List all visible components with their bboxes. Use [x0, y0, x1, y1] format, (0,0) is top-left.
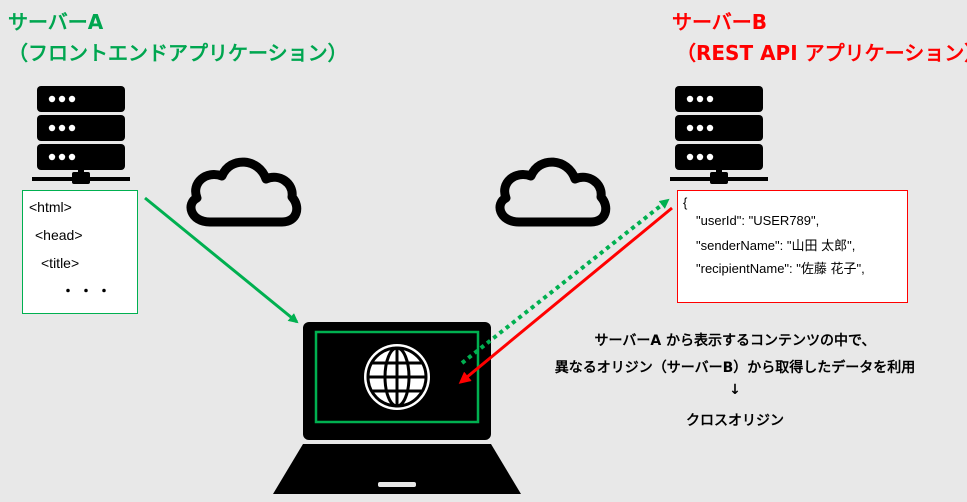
code-line: "userId": "USER789", — [696, 213, 820, 228]
description-line-2: 異なるオリジン（サーバーB）から取得したデータを利用 — [554, 360, 916, 376]
server-a-title: サーバーA — [8, 10, 104, 34]
description-line-1: サーバーA から表示するコンテンツの中で、 — [594, 333, 876, 349]
description-arrow: ↓ — [729, 382, 741, 398]
server-b-icon — [670, 86, 768, 184]
server-a-to-laptop-arrow — [144, 196, 299, 324]
cloud-icon — [186, 157, 302, 227]
code-line: <head> — [35, 227, 83, 243]
server-a-icon — [32, 86, 130, 184]
server-a-html-box: <html> <head> <title> ・・・ — [22, 190, 138, 314]
code-line: "senderName": "山田 太郎", — [696, 238, 856, 253]
code-ellipsis: ・・・ — [61, 283, 115, 299]
code-line: <title> — [41, 255, 80, 271]
cloud-icon — [495, 157, 611, 227]
server-b-to-laptop-arrow — [458, 206, 673, 384]
laptop-to-server-b-request-arrow — [460, 198, 670, 365]
server-b-json-box: { "userId": "USER789", "senderName": "山田… — [677, 190, 908, 303]
code-line: "recipientName": "佐藤 花子", — [696, 261, 865, 276]
laptop-icon — [273, 322, 521, 494]
code-line: { — [683, 195, 688, 210]
server-b-title: サーバーB — [672, 10, 768, 34]
server-a-subtitle: （フロントエンドアプリケーション） — [8, 41, 348, 65]
description-conclusion: クロスオリジン — [686, 413, 784, 429]
code-line: <html> — [29, 199, 72, 215]
globe-icon — [364, 344, 430, 410]
server-b-subtitle: （REST API アプリケーション） — [676, 41, 967, 65]
